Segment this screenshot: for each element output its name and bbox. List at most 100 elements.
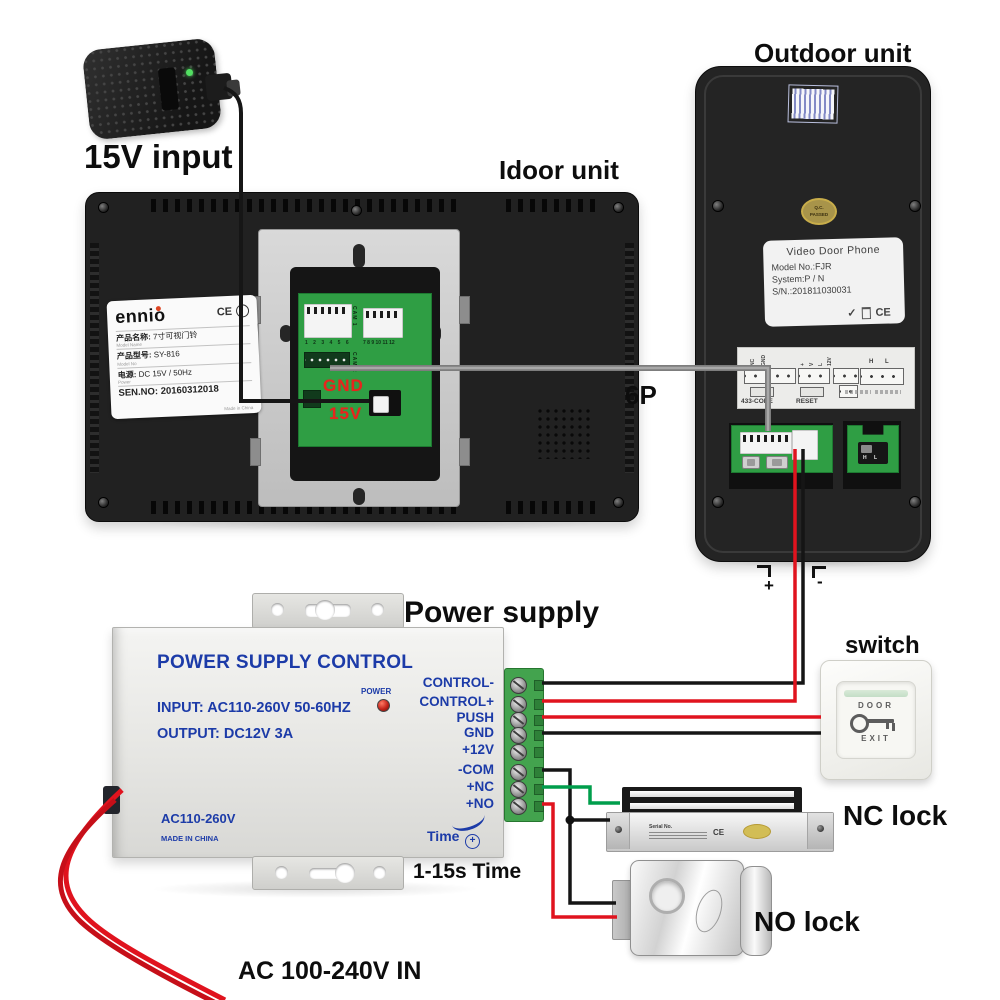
power-plug [373, 396, 389, 413]
row-label: 电源: [117, 369, 137, 380]
pin-strip [366, 311, 400, 318]
indoor-sticker: ennio CE 产品名称: 7寸可视门铃 Model Name 产品型号: S… [106, 294, 262, 420]
hl-switch-knob[interactable] [861, 445, 872, 453]
keyhole [335, 863, 355, 883]
wire-nc-green [542, 785, 620, 805]
exit-switch[interactable]: DOOR EXIT [820, 660, 932, 780]
hl-switch-area: H L [858, 442, 888, 464]
ps-made-in: MADE IN CHINA [161, 834, 219, 843]
ps-input: INPUT: AC110-260V 50-60HZ [157, 700, 351, 716]
power-led [377, 699, 390, 712]
key-tooth [886, 723, 889, 729]
power-led-label: POWER [361, 687, 392, 696]
pcb-connector-cam1 [304, 304, 352, 338]
time-label: Time [427, 828, 460, 844]
nc-lock-label: NC lock [843, 800, 948, 831]
terminal-notch [534, 680, 544, 691]
sticker-serial: S/N.:201811030031 [772, 284, 852, 297]
magnet-strip [630, 791, 794, 797]
terminal-label-12v: +12V [462, 742, 494, 757]
hl-switch-label: H L [863, 455, 881, 461]
screw [352, 206, 361, 215]
terminal-notch [534, 715, 544, 726]
key-tooth [892, 723, 895, 731]
mount-hole [371, 603, 384, 616]
screw [817, 825, 824, 832]
time-dial-icon[interactable]: + [465, 834, 480, 849]
terminal-screw[interactable] [510, 744, 527, 761]
pin-label: NC [750, 358, 756, 366]
top-mounting-bracket [252, 593, 404, 629]
door-text: DOOR [858, 701, 894, 710]
reset-label: RESET [796, 398, 818, 405]
terminal-notch [534, 801, 544, 812]
made-in: Made in China [224, 405, 254, 412]
switch-green-strip [844, 690, 908, 697]
screw [910, 497, 920, 507]
plate-tab [459, 296, 470, 324]
screw [615, 826, 622, 833]
nc-lock-body: Serial No. CE [606, 812, 834, 852]
6p-cable-label: 6P [625, 380, 657, 410]
time-range-label: 1-15s Time [413, 860, 522, 883]
polarity-bracket-minus [812, 566, 826, 578]
cert-marks: ✓ CE [847, 306, 891, 320]
row-value: 20160312018 [160, 383, 220, 398]
keyhole [315, 600, 335, 620]
key-icon [850, 714, 869, 733]
power-terminal [792, 430, 818, 460]
pin-label: L [818, 362, 824, 366]
screw [99, 203, 108, 212]
screw [713, 201, 723, 211]
terminal-label-control-plus: CONTROL+ [419, 694, 494, 709]
terminal-screw[interactable] [510, 677, 527, 694]
adapter-label: 15V input [84, 138, 233, 175]
vent-bottom-right [506, 501, 601, 514]
outdoor-unit-label: Outdoor unit [754, 38, 912, 68]
pin-label: 12V [827, 357, 833, 366]
weee-bin-icon [861, 306, 871, 319]
pin-connector-diagram [744, 368, 796, 384]
outdoor-pcb-left [731, 425, 833, 473]
terminal-screw[interactable] [510, 798, 527, 815]
pin-numbers-right: 7 8 9 10 11 12 [363, 340, 395, 346]
terminal-screw[interactable] [510, 764, 527, 781]
side-groove-left [90, 243, 99, 473]
pin-strip [307, 307, 349, 314]
terminal-block [504, 668, 544, 822]
right-pcb-opening: H L [843, 421, 901, 489]
15v-annotation: 15V [329, 404, 363, 423]
code-label: 433-CODE [741, 398, 773, 405]
pin-numbers-left: 1 2 3 4 5 6 [305, 340, 351, 346]
ce-mark: CE [216, 305, 233, 319]
ce-mark: CE [875, 306, 891, 319]
terminal-screw[interactable] [510, 696, 527, 713]
no-lock-label: NO lock [754, 906, 860, 937]
gnd-annotation: GND [323, 376, 364, 395]
ps-title: POWER SUPPLY CONTROL [157, 652, 414, 673]
plate-tab [459, 438, 470, 466]
pin-label: + [800, 363, 806, 366]
jumper-diagram [800, 387, 824, 397]
row-label: 产品型号: [116, 350, 152, 362]
gold-sticker [743, 824, 771, 839]
terminal-screw[interactable] [510, 781, 527, 798]
cam2-label: CAM 2 [351, 352, 357, 373]
switch-inner-plate: DOOR EXIT [836, 681, 916, 759]
brand-badge [690, 886, 728, 936]
hl-connector-diagram [860, 368, 904, 385]
terminal-notch [534, 784, 544, 795]
magnet-strip [630, 803, 794, 809]
outdoor-unit: Q.C. PASSED Video Door Phone Model No.:F… [695, 66, 931, 562]
ce-mark: CE [713, 828, 725, 837]
terminal-notch [534, 767, 544, 778]
pcb-connector-cam2 [363, 308, 403, 338]
tiny-text [875, 390, 901, 394]
power-adapter [81, 37, 223, 141]
terminal-screw[interactable] [510, 727, 527, 744]
no-lock-cylinder [740, 866, 772, 956]
screw [614, 203, 623, 212]
terminal-label-gnd: GND [464, 725, 494, 740]
ps-voltage: AC110-260V [161, 811, 236, 826]
screw [910, 201, 920, 211]
